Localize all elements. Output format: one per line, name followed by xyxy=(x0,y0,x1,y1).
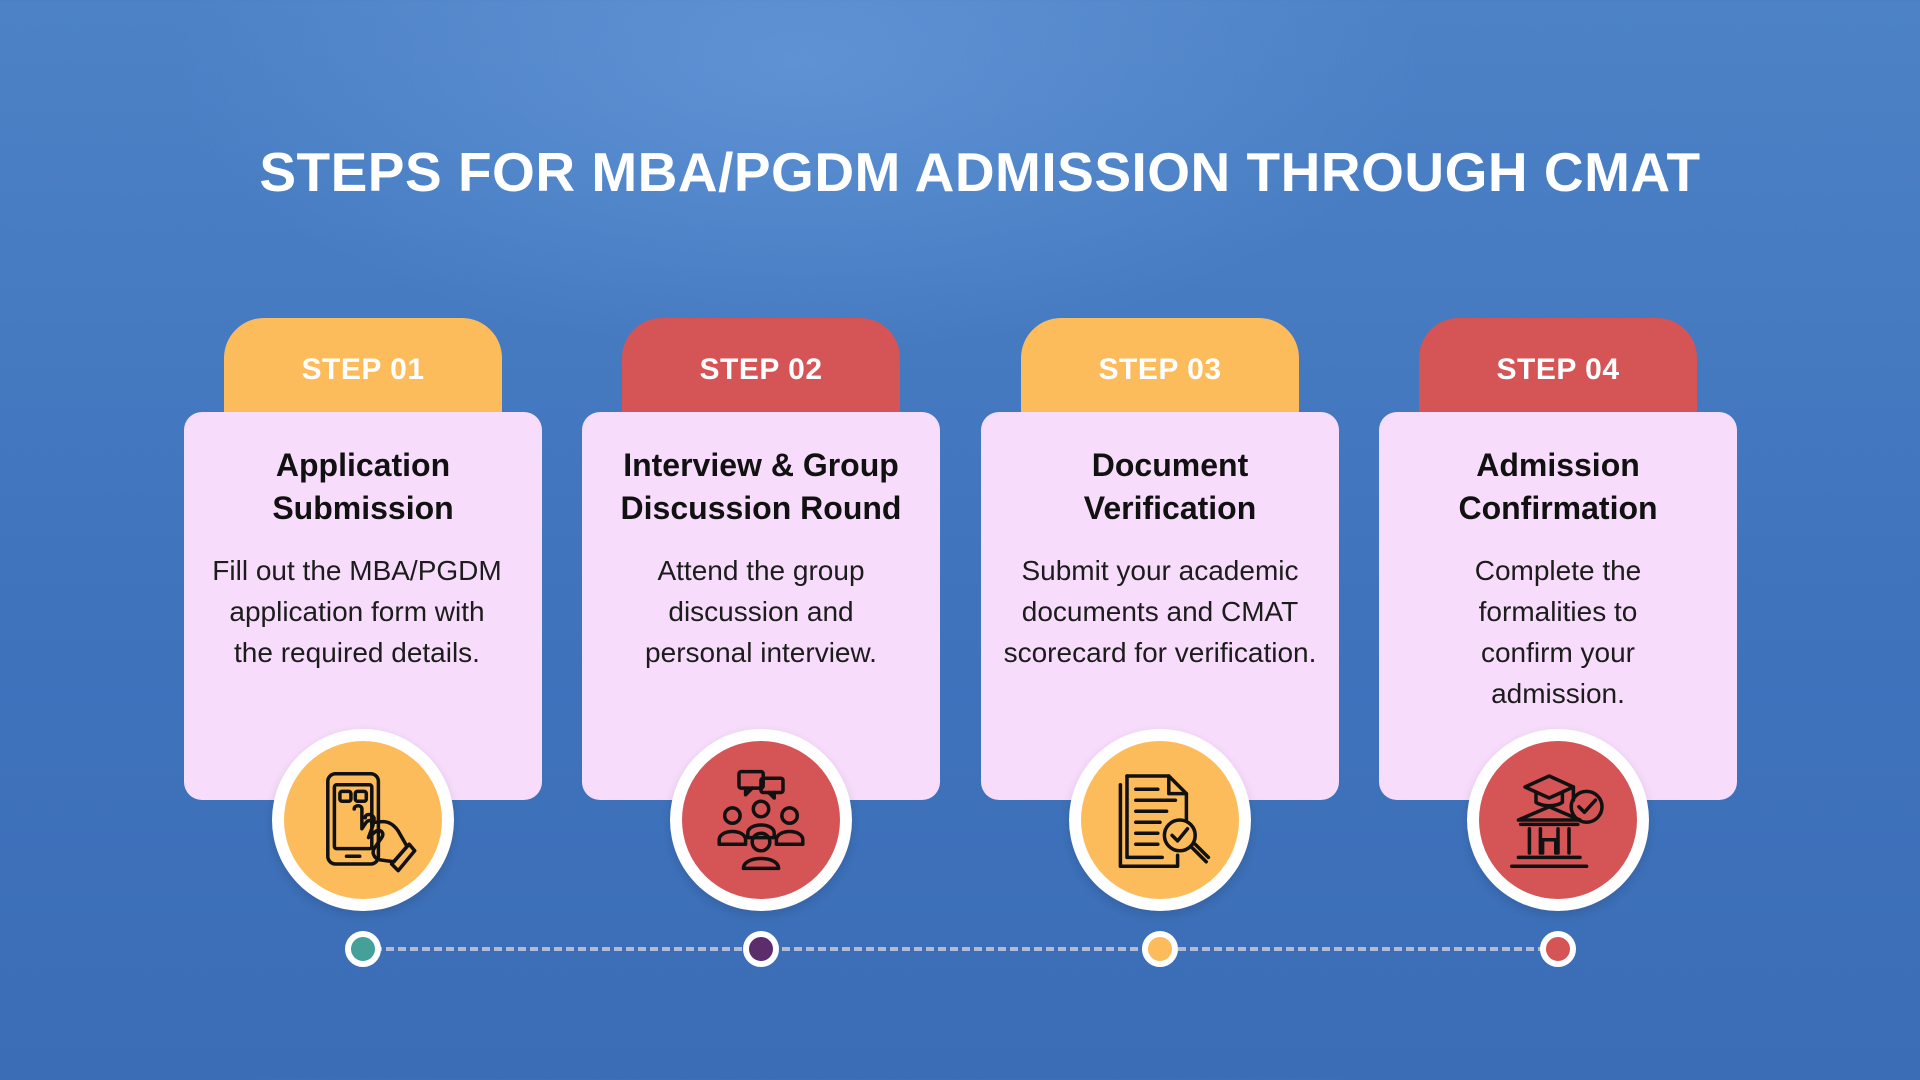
timeline-dot-4 xyxy=(1540,931,1576,967)
step-title: Document Verification xyxy=(1083,447,1257,526)
step-description: Fill out the MBA/PGDM application form w… xyxy=(212,555,502,668)
graduation-institution-icon xyxy=(1479,741,1637,899)
timeline-dot-2 xyxy=(743,931,779,967)
step-description: Complete the formalities to confirm your… xyxy=(1474,555,1642,709)
group-discussion-icon xyxy=(682,741,840,899)
timeline-dot-1 xyxy=(345,931,381,967)
step-card-4: STEP 04 Admission Confirmation Complete … xyxy=(1379,318,1737,911)
step-description: Submit your academic documents and CMAT … xyxy=(1003,555,1317,668)
step-icon-badge xyxy=(272,729,454,911)
step-card-2: STEP 02 Interview & Group Discussion Rou… xyxy=(582,318,940,911)
step-icon-badge xyxy=(1069,729,1251,911)
step-card-1: STEP 01 Application Submission Fill out … xyxy=(184,318,542,911)
smartphone-touch-icon xyxy=(284,741,442,899)
step-card-body: Application Submission Fill out the MBA/… xyxy=(184,412,542,800)
step-title: Admission Confirmation xyxy=(1458,447,1658,526)
step-description: Attend the group discussion and personal… xyxy=(645,555,877,668)
page-title: STEPS FOR MBA/PGDM ADMISSION THROUGH CMA… xyxy=(259,141,1701,203)
step-title: Interview & Group Discussion Round xyxy=(620,447,902,526)
step-icon-badge xyxy=(1467,729,1649,911)
document-search-icon xyxy=(1081,741,1239,899)
timeline-line xyxy=(362,947,1558,951)
step-card-3: STEP 03 Document Verification Submit you… xyxy=(981,318,1339,911)
step-title: Application Submission xyxy=(272,447,454,526)
step-card-body: Interview & Group Discussion Round Atten… xyxy=(582,412,940,800)
step-icon-badge xyxy=(670,729,852,911)
timeline-dot-3 xyxy=(1142,931,1178,967)
